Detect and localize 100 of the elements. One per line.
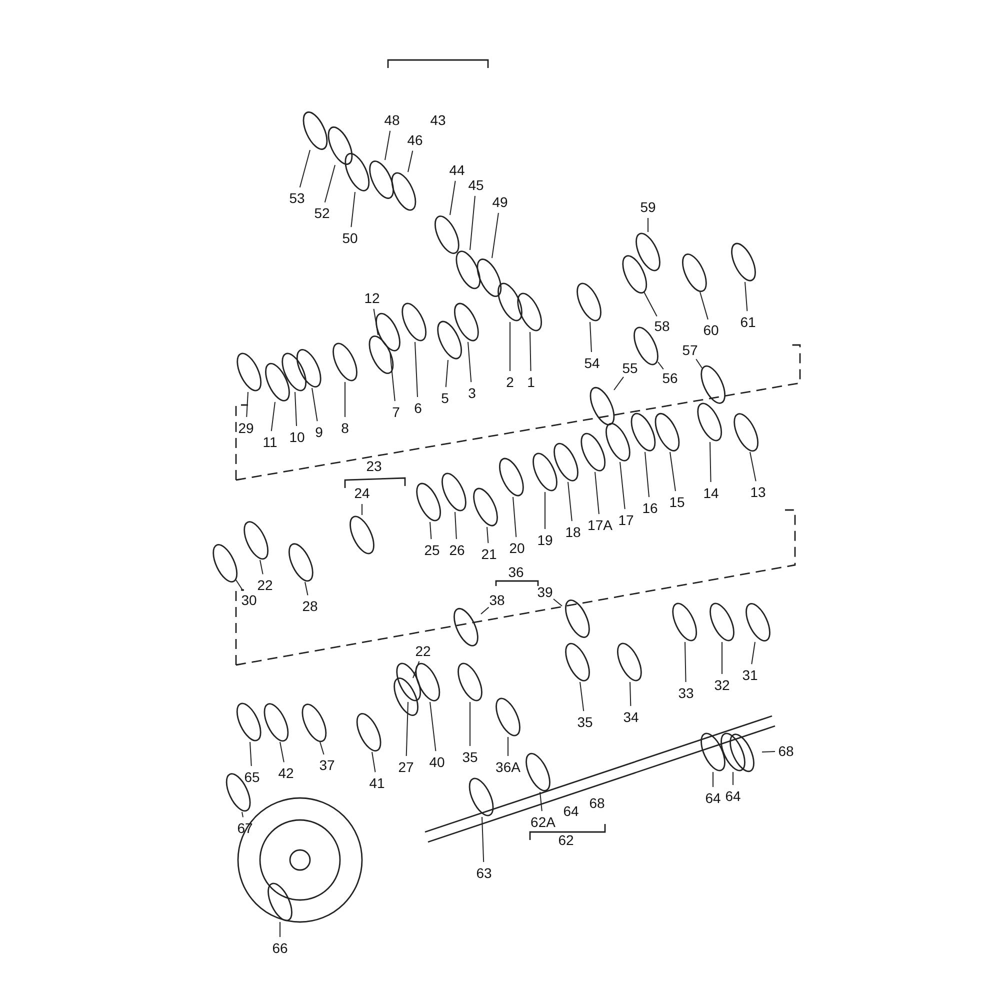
leader-line: [406, 702, 408, 756]
callout-number: 16: [641, 500, 659, 516]
callout-number: 2: [505, 374, 515, 390]
leader-line: [372, 752, 376, 773]
leader-line: [430, 702, 436, 752]
leader-line: [594, 472, 600, 515]
leader-line: [486, 526, 489, 544]
leader-line: [684, 642, 686, 682]
leader-line: [644, 452, 650, 498]
callout-number: 33: [677, 685, 695, 701]
callout-number: 38: [488, 592, 506, 608]
leader-line: [320, 742, 324, 755]
leader-line: [580, 682, 584, 712]
callout-number: 36A: [494, 759, 522, 775]
callout-number: 39: [536, 584, 554, 600]
callout-number: 7: [391, 404, 401, 420]
callout-number: 32: [713, 677, 731, 693]
leader-line: [744, 282, 748, 312]
callout-number: 48: [383, 112, 401, 128]
callout-number: 35: [576, 714, 594, 730]
leader-line: [751, 642, 756, 665]
leader-line: [696, 358, 702, 368]
callout-number: 37: [318, 757, 336, 773]
leader-line: [270, 402, 276, 432]
leader-line: [280, 742, 284, 763]
leader-line: [614, 376, 624, 390]
callout-number: 6: [413, 400, 423, 416]
callout-number: 8: [340, 420, 350, 436]
callout-number: 1: [526, 374, 536, 390]
leader-line: [412, 660, 420, 678]
callout-number: 3: [467, 385, 477, 401]
callout-number: 27: [397, 759, 415, 775]
leader-line: [468, 342, 472, 383]
callout-number: 9: [314, 424, 324, 440]
callout-number: 12: [363, 290, 381, 306]
callout-number: 44: [448, 162, 466, 178]
leader-line: [373, 308, 378, 336]
callout-number: 53: [288, 190, 306, 206]
leader-line: [294, 392, 297, 426]
leader-line: [350, 192, 356, 228]
leader-line: [620, 462, 626, 510]
leader-line: [712, 772, 714, 788]
callout-number: 22: [414, 643, 432, 659]
leader-line: [250, 742, 252, 767]
leader-line: [750, 452, 756, 482]
callout-number: 22: [256, 577, 274, 593]
leader-line: [590, 322, 592, 353]
callout-number: 49: [491, 194, 509, 210]
leader-line: [312, 388, 318, 422]
callout-number: 64: [724, 788, 742, 804]
callout-number: 20: [508, 540, 526, 556]
leader-line: [762, 750, 776, 752]
callout-number: 42: [277, 765, 295, 781]
callout-number: 31: [741, 667, 759, 683]
callout-number: 66: [271, 940, 289, 956]
callout-number: 65: [243, 769, 261, 785]
callout-number: 64: [562, 803, 580, 819]
callout-number: 18: [564, 524, 582, 540]
callout-number: 57: [681, 342, 699, 358]
callout-number: 56: [661, 370, 679, 386]
leader-line: [553, 598, 562, 606]
leader-line: [530, 332, 532, 372]
callout-number: 26: [448, 542, 466, 558]
callout-number: 36: [507, 564, 525, 580]
leader-line: [304, 582, 308, 596]
callout-number: 62: [557, 832, 575, 848]
leader-line: [700, 292, 708, 320]
callout-number: 25: [423, 542, 441, 558]
leader-line: [430, 522, 432, 540]
leader-line: [470, 195, 476, 250]
leader-line: [480, 606, 490, 614]
callout-number: 15: [668, 494, 686, 510]
leader-line: [568, 482, 572, 522]
callout-number: 23: [365, 458, 383, 474]
callout-number: 40: [428, 754, 446, 770]
leader-line: [454, 512, 457, 540]
callout-number: 68: [777, 743, 795, 759]
callout-number: 30: [240, 592, 258, 608]
leader-line: [732, 772, 734, 786]
leader-line: [384, 130, 391, 160]
leader-line: [445, 360, 448, 388]
callout-number: 34: [622, 709, 640, 725]
leader-line: [540, 792, 542, 812]
callout-number: 24: [353, 485, 371, 501]
leader-line: [544, 492, 546, 530]
leader-line: [246, 392, 248, 418]
callout-number: 41: [368, 775, 386, 791]
leader-line: [414, 342, 418, 398]
callout-number: 68: [588, 795, 606, 811]
callout-number: 59: [639, 199, 657, 215]
callout-number: 10: [288, 429, 306, 445]
callout-number: 28: [301, 598, 319, 614]
callout-number: 58: [653, 318, 671, 334]
leader-line: [658, 362, 664, 370]
leader-line: [450, 180, 456, 216]
leader-line: [299, 150, 310, 188]
leader-line: [324, 164, 336, 203]
leader-line: [630, 682, 632, 706]
callout-number: 14: [702, 485, 720, 501]
callout-number: 21: [480, 546, 498, 562]
